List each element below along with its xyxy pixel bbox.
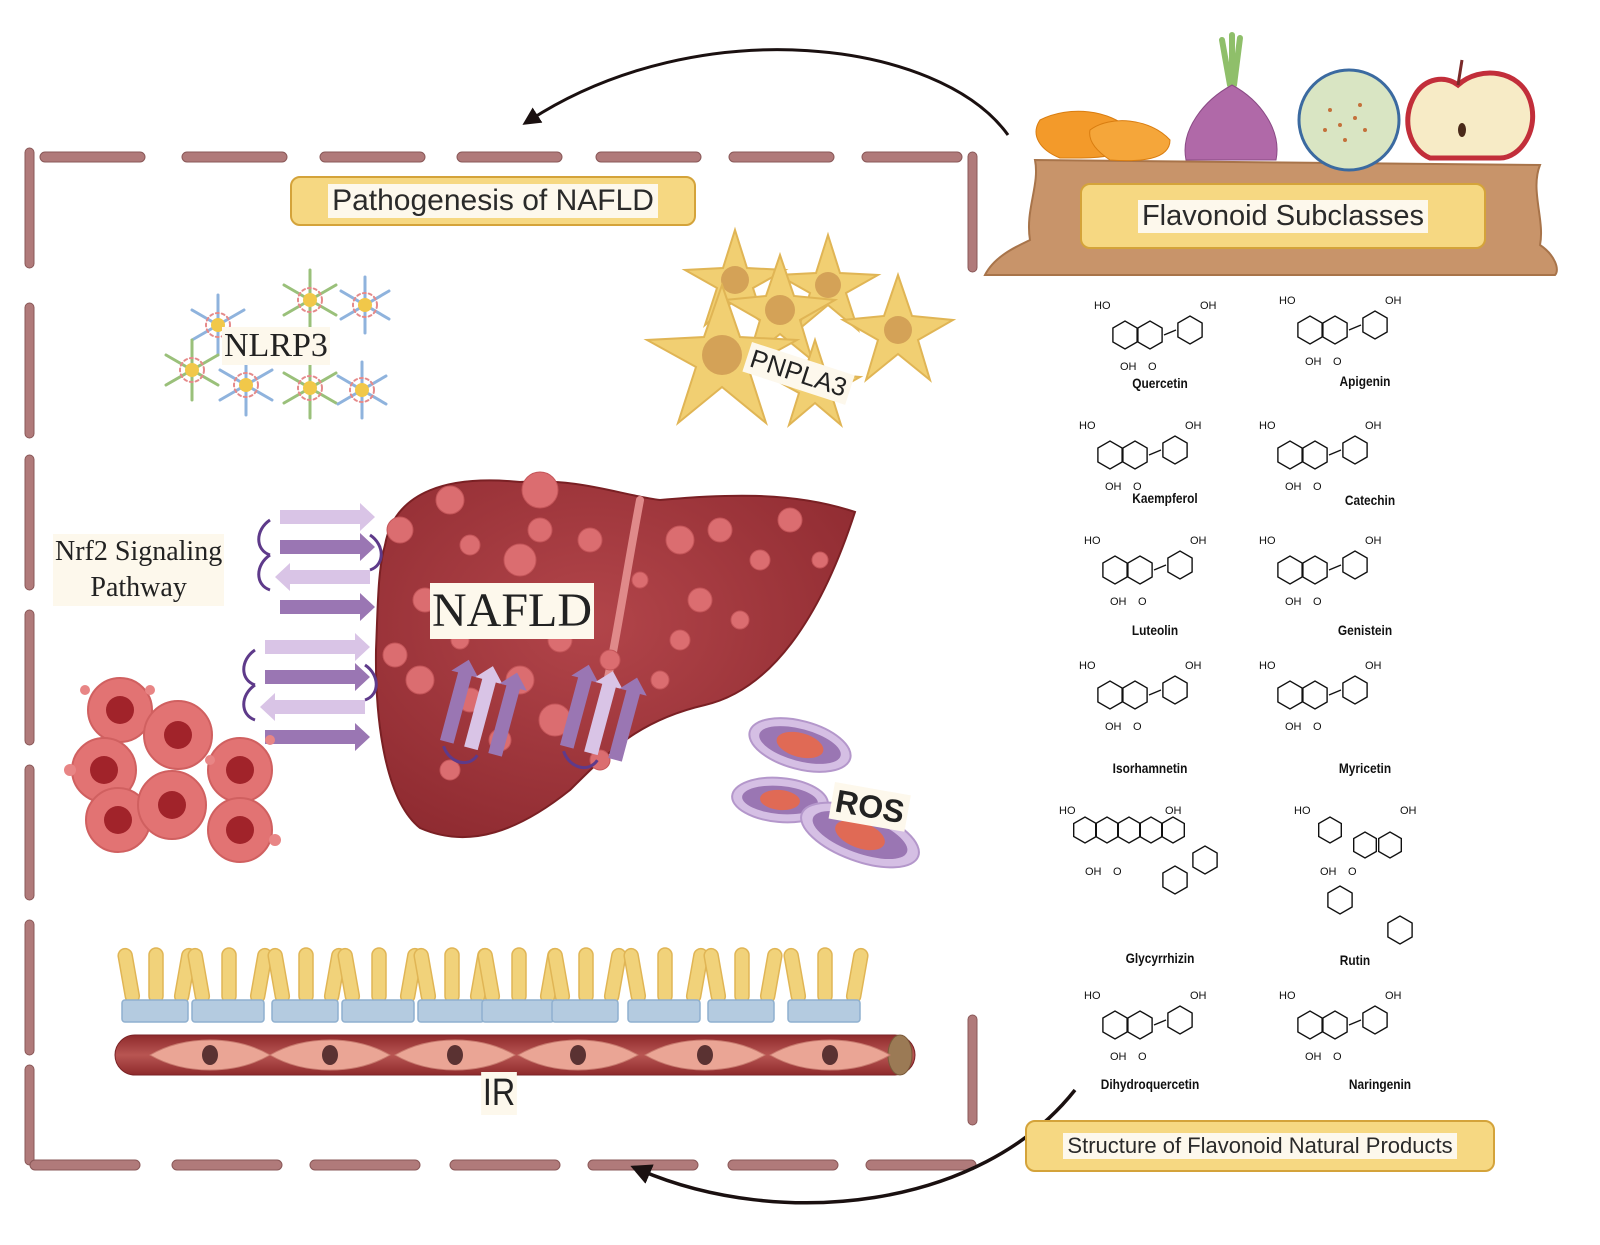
svg-text:OH: OH [1285, 596, 1302, 608]
svg-text:OH: OH [1190, 990, 1207, 1002]
nrf2-label-line1: Nrf2 Signaling [55, 536, 223, 567]
compound-name-glycyrrhizin: Glycyrrhizin [1125, 950, 1195, 966]
orange-peel-icon [1035, 110, 1171, 162]
guava-icon [1297, 68, 1401, 172]
nlrp3-label: NLRP3 [222, 327, 330, 365]
svg-text:O: O [1333, 1051, 1342, 1063]
structure-naringenin: HO OH OH O [1279, 990, 1402, 1063]
insulin-receptor-illustration [117, 947, 869, 1023]
flavonoid-subclasses-box: Flavonoid Subclasses [1080, 183, 1486, 249]
pathogenesis-title: Pathogenesis of NAFLD [328, 184, 658, 218]
svg-text:OH: OH [1105, 481, 1122, 493]
svg-text:O: O [1133, 481, 1142, 493]
stellate-cells-illustration [643, 226, 957, 428]
red-onion-icon [1184, 32, 1278, 161]
nafld-label: NAFLD [430, 583, 595, 639]
svg-text:O: O [1113, 866, 1122, 878]
svg-text:OH: OH [1105, 721, 1122, 733]
svg-text:OH: OH [1305, 1051, 1322, 1063]
mitochondria-illustration [731, 717, 920, 869]
compound-name-naringenin: Naringenin [1348, 1076, 1412, 1092]
svg-text:OH: OH [1320, 866, 1337, 878]
structure-apigenin: HO OH OH O [1279, 295, 1402, 368]
structure-myricetin: HO OH OH O [1259, 660, 1382, 733]
structures-title: Structure of Flavonoid Natural Products [1063, 1133, 1457, 1159]
svg-text:OH: OH [1385, 990, 1402, 1002]
nlrp3-inflammasome-illustration [164, 268, 391, 420]
structure-isorhamnetin: HO OH OH O [1079, 660, 1202, 733]
nrf2-protein-illustration [242, 503, 647, 770]
svg-text:HO: HO [1279, 990, 1296, 1002]
compound-name-quercetin: Quercetin [1132, 375, 1188, 391]
svg-text:HO: HO [1279, 295, 1296, 307]
svg-text:OH: OH [1185, 420, 1202, 432]
svg-text:OH: OH [1085, 866, 1102, 878]
structure-kaempferol: HO OH OH O [1079, 420, 1202, 493]
svg-text:HO: HO [1079, 660, 1096, 672]
structure-quercetin: HO OH OH O [1094, 300, 1217, 373]
structure-rutin: HO OH OH O [1294, 805, 1417, 945]
svg-text:HO: HO [1094, 300, 1111, 312]
compound-name-apigenin: Apigenin [1339, 373, 1391, 389]
svg-text:O: O [1138, 1051, 1147, 1063]
damaged-hepatocytes-illustration [64, 677, 281, 863]
compound-name-luteolin: Luteolin [1131, 622, 1179, 638]
nrf2-label-line2: Pathway [90, 572, 187, 603]
svg-text:OH: OH [1385, 295, 1402, 307]
structures-title-box: Structure of Flavonoid Natural Products [1025, 1120, 1495, 1172]
svg-text:OH: OH [1120, 361, 1137, 373]
svg-text:HO: HO [1259, 535, 1276, 547]
svg-text:O: O [1313, 481, 1322, 493]
svg-text:HO: HO [1079, 420, 1096, 432]
svg-text:OH: OH [1365, 535, 1382, 547]
structure-catechin: HO OH OH O [1259, 420, 1382, 493]
svg-text:OH: OH [1200, 300, 1217, 312]
svg-text:O: O [1333, 356, 1342, 368]
flavonoid-subclasses-title: Flavonoid Subclasses [1137, 199, 1429, 233]
svg-text:HO: HO [1084, 990, 1101, 1002]
structure-glycyrrhizin: HO OH OH O [1059, 805, 1218, 895]
svg-text:HO: HO [1084, 535, 1101, 547]
compound-name-myricetin: Myricetin [1338, 760, 1392, 776]
svg-text:OH: OH [1190, 535, 1207, 547]
arrow-top [522, 48, 1010, 136]
compound-name-isorhamnetin: Isorhamnetin [1112, 760, 1188, 776]
svg-text:O: O [1313, 596, 1322, 608]
svg-text:OH: OH [1400, 805, 1417, 817]
svg-text:HO: HO [1259, 660, 1276, 672]
svg-text:O: O [1313, 721, 1322, 733]
svg-text:OH: OH [1185, 660, 1202, 672]
svg-text:OH: OH [1110, 1051, 1127, 1063]
svg-text:OH: OH [1110, 596, 1127, 608]
svg-text:OH: OH [1285, 721, 1302, 733]
svg-text:OH: OH [1305, 356, 1322, 368]
svg-text:OH: OH [1165, 805, 1182, 817]
arrow-bottom [630, 1088, 1077, 1205]
compound-name-genistein: Genistein [1337, 622, 1393, 638]
blood-vessel-illustration [114, 1034, 916, 1076]
svg-text:HO: HO [1294, 805, 1311, 817]
svg-text:HO: HO [1059, 805, 1076, 817]
svg-text:OH: OH [1285, 481, 1302, 493]
structure-genistein: HO OH OH O [1259, 535, 1382, 608]
svg-text:OH: OH [1365, 660, 1382, 672]
svg-text:O: O [1148, 361, 1157, 373]
ir-label: IR [481, 1072, 517, 1115]
svg-text:HO: HO [1259, 420, 1276, 432]
compound-name-catechin: Catechin [1344, 492, 1396, 508]
structure-luteolin: HO OH OH O [1084, 535, 1207, 608]
structure-dihydroquercetin: HO OH OH O [1084, 990, 1207, 1063]
svg-text:OH: OH [1365, 420, 1382, 432]
svg-text:O: O [1133, 721, 1142, 733]
apple-icon [1405, 59, 1536, 161]
svg-text:O: O [1348, 866, 1357, 878]
compound-name-dihydroquercetin: Dihydroquercetin [1100, 1076, 1200, 1092]
svg-text:O: O [1138, 596, 1147, 608]
compound-name-rutin: Rutin [1339, 952, 1371, 968]
pathogenesis-title-box: Pathogenesis of NAFLD [290, 176, 696, 226]
nrf2-label: Nrf2 Signaling Pathway [53, 534, 225, 606]
compound-name-kaempferol: Kaempferol [1132, 490, 1198, 506]
